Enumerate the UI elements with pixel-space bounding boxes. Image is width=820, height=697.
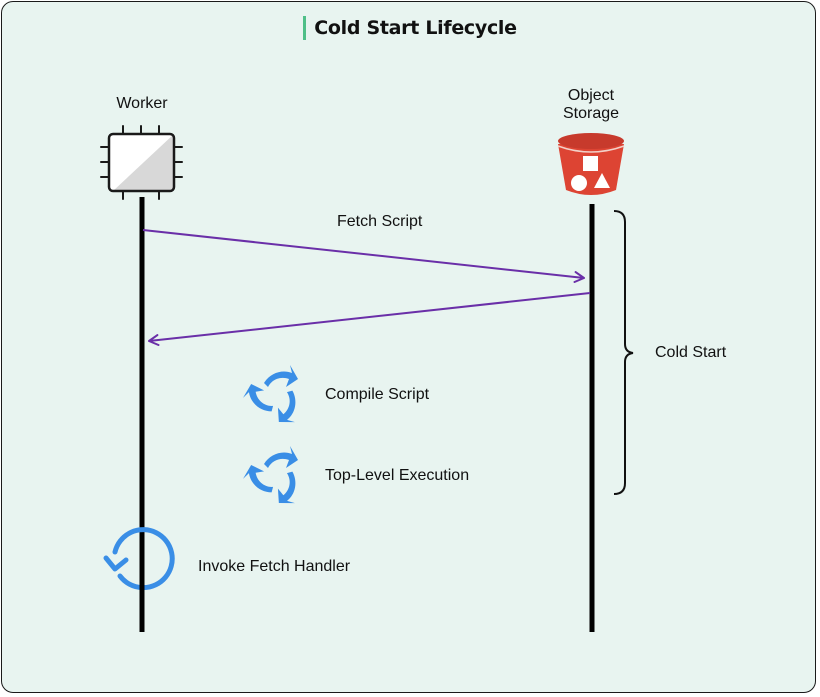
storage-bucket-icon	[557, 133, 625, 195]
title-container: Cold Start Lifecycle	[0, 16, 820, 40]
top-level-execution-label: Top-Level Execution	[325, 467, 470, 484]
compile-script-label: Compile Script	[325, 386, 430, 403]
cpu-chip-icon	[100, 125, 183, 200]
fetch-script-label: Fetch Script	[337, 213, 423, 230]
fetch-script-arrow	[142, 229, 585, 283]
worker-label-text: Worker	[116, 95, 168, 112]
cycle-arrows-icon	[243, 365, 298, 423]
cold-start-label: Cold Start	[655, 344, 727, 361]
invoke-fetch-handler-label: Invoke Fetch Handler	[198, 558, 351, 575]
storage-label: Object Storage	[551, 87, 631, 123]
storage-label-line2: Storage	[562, 105, 620, 122]
worker-label: Worker	[102, 95, 182, 113]
cycle-arrows-icon	[243, 446, 298, 504]
rotate-ccw-icon	[103, 527, 175, 591]
diagram-title: Cold Start Lifecycle	[303, 16, 517, 40]
script-response-arrow	[148, 292, 591, 346]
storage-label-line1: Object	[567, 87, 615, 104]
cold-start-brace	[613, 210, 634, 495]
